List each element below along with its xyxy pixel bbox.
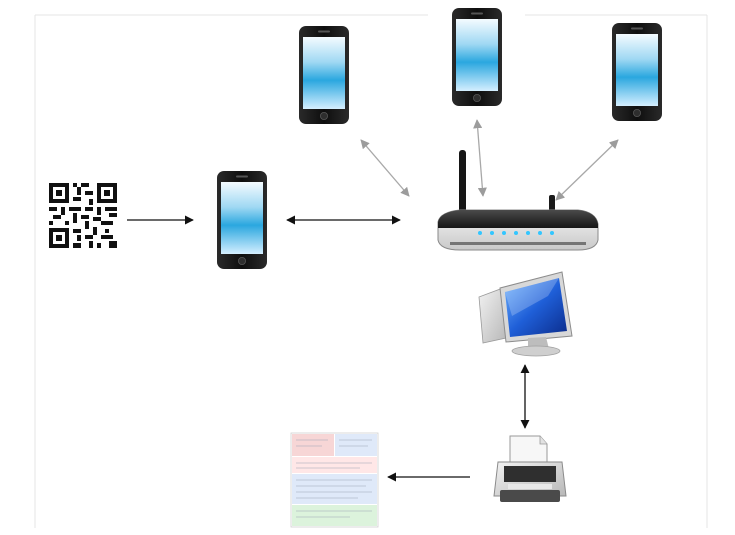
smartphone-icon: [216, 170, 268, 270]
printer-icon: [493, 435, 567, 502]
smartphone-icon: [451, 7, 503, 107]
smartphone-main: [216, 170, 268, 270]
qr-code-icon: [49, 183, 117, 248]
desktop-computer-icon: [478, 271, 573, 357]
smartphone-icon: [298, 25, 350, 125]
frame-lines: [34, 14, 708, 528]
smartphone-1: [298, 25, 350, 125]
smartphone-2: [451, 7, 503, 107]
wifi-router-icon: [437, 150, 599, 251]
edge-phone1-router: [360, 139, 410, 197]
edge-phone2-router: [473, 119, 487, 197]
connectors: [127, 119, 619, 482]
printed-form-icon: [290, 432, 379, 528]
edge-phone3-router: [555, 139, 619, 201]
smartphone-icon: [611, 22, 663, 122]
smartphone-3: [611, 22, 663, 122]
